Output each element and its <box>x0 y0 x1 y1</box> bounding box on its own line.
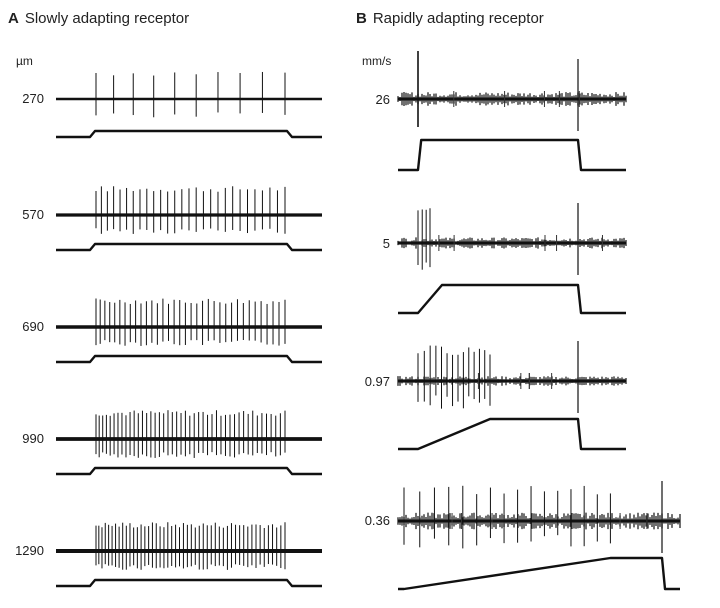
panel-b-unit: mm/s <box>362 54 392 68</box>
panel-b-stimulus-2 <box>398 283 626 315</box>
panel-b-label-4: 0.36 <box>364 513 390 528</box>
panel-a-stimulus-3 <box>56 354 322 364</box>
panel-a-letter: A <box>8 10 19 27</box>
panel-b-title-text: Rapidly adapting receptor <box>372 10 544 27</box>
panel-a-label-4: 990 <box>22 431 44 446</box>
panel-a-label-3: 690 <box>22 319 44 334</box>
panel-a-stimulus-1 <box>56 129 322 139</box>
panel-b-title: B Rapidly adapting receptor <box>356 10 544 27</box>
panel-a-title: A Slowly adapting receptor <box>8 10 189 27</box>
panel-b-stimulus-4 <box>398 556 680 591</box>
panel-a-stimulus-2 <box>56 242 322 252</box>
panel-a-unit: µm <box>16 54 33 68</box>
panel-b-stimulus-3 <box>398 417 626 451</box>
panel-a-stimulus-5 <box>56 578 322 588</box>
panel-a-title-text: Slowly adapting receptor <box>24 10 190 27</box>
panel-b-label-1: 26 <box>375 92 390 107</box>
panel-a-label-1: 270 <box>22 91 44 106</box>
panel-b-label-2: 5 <box>382 236 390 251</box>
panel-b-letter: B <box>356 10 367 27</box>
panel-b-stimulus-1 <box>398 138 626 172</box>
panel-a-label-5: 1290 <box>15 543 44 558</box>
panel-b-label-3: 0.97 <box>364 374 390 389</box>
panel-a-stimulus-4 <box>56 466 322 476</box>
panel-a-label-2: 570 <box>22 207 44 222</box>
